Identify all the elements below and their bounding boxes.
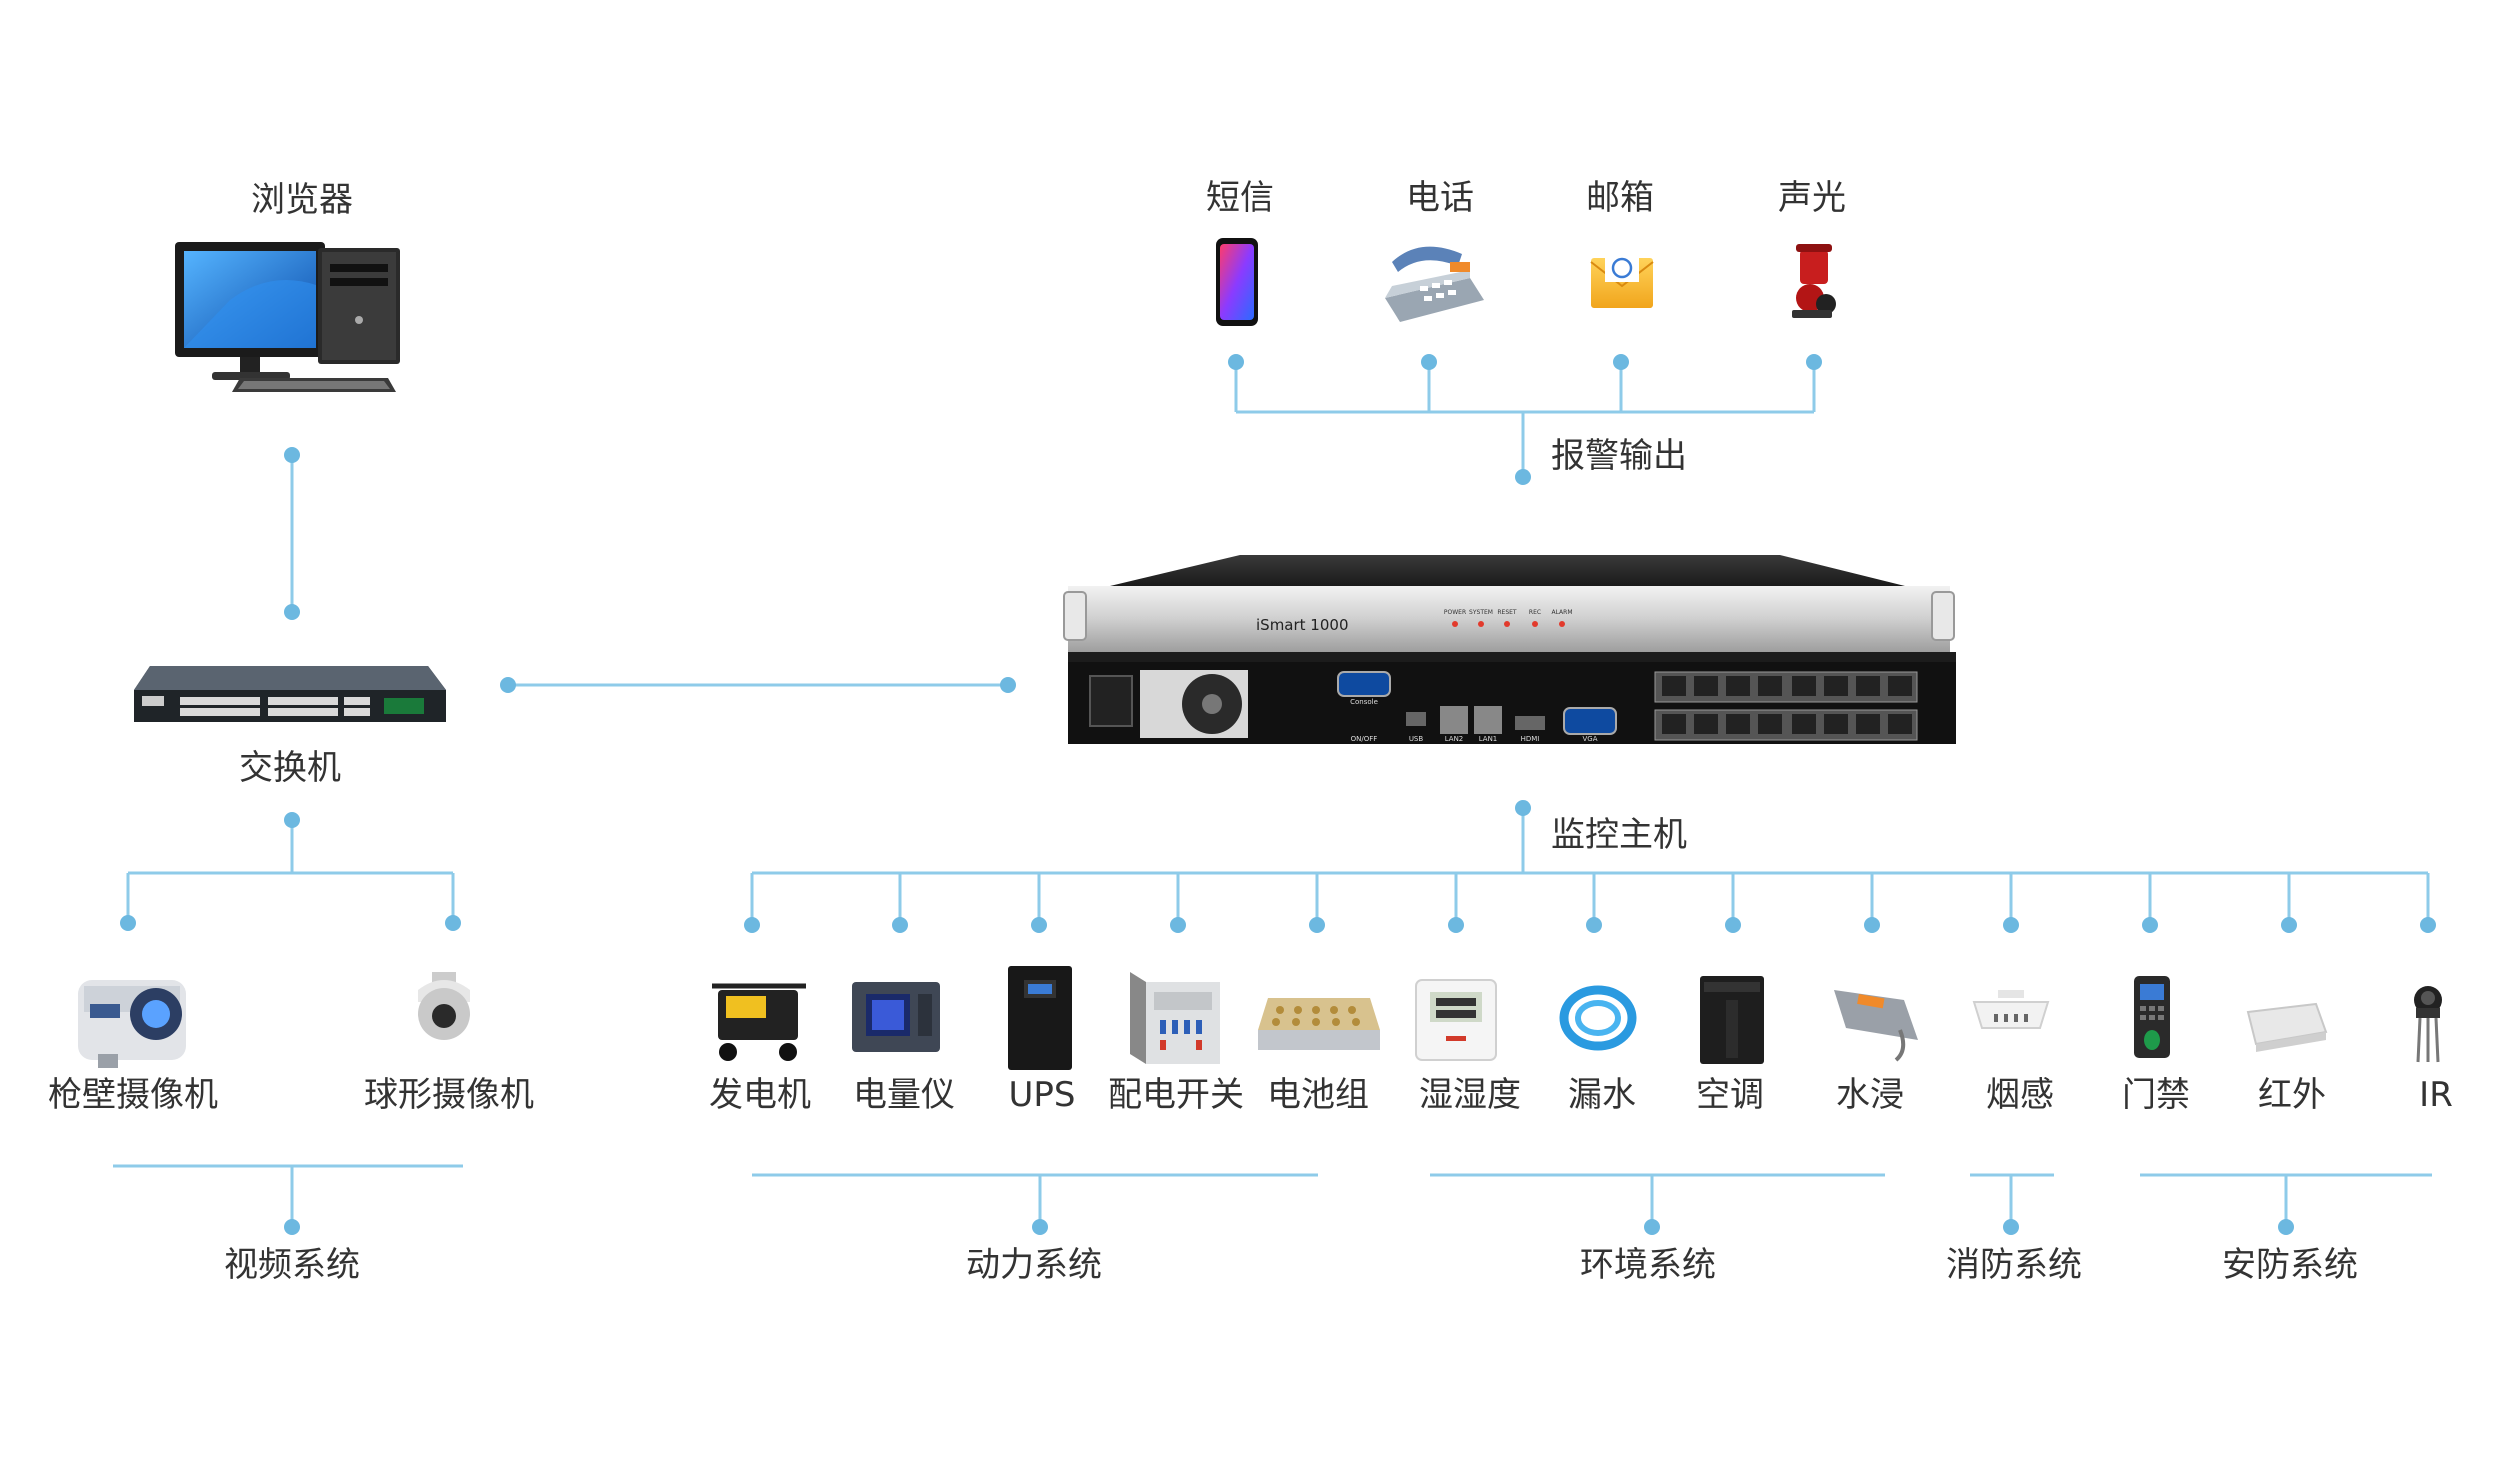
device-label-ir: IR (2419, 1075, 2453, 1115)
host-label: 监控主机 (1551, 815, 1687, 855)
device-label-smoke: 烟感 (1986, 1075, 2054, 1115)
bullet-camera-label: 枪壁摄像机 (48, 1075, 218, 1115)
device-label-distribution-switch: 配电开关 (1108, 1075, 1244, 1115)
system-label-environment: 环境系统 (1580, 1245, 1716, 1285)
browser-label: 浏览器 (251, 180, 353, 220)
device-label-ups: UPS (1008, 1075, 1076, 1115)
led-label: SYSTEM (1469, 609, 1493, 616)
port-label: USB (1409, 735, 1424, 743)
smoke-detector-icon (1972, 990, 2050, 1029)
water-immersion-sensor-icon (1834, 990, 1918, 1062)
host-port-labels: Console ON/OFF USB LAN2 LAN1 HDMI VGA (1350, 698, 1598, 743)
ir-sensor-icon (2414, 986, 2442, 1063)
dome-camera-label: 球形摄像机 (364, 1075, 534, 1115)
device-label-battery-pack: 电池组 (1267, 1075, 1369, 1115)
access-control-icon (2134, 976, 2170, 1058)
sound-light-alarm-icon (1792, 244, 1836, 318)
port-label: LAN2 (1445, 735, 1464, 743)
port-label: VGA (1582, 735, 1597, 743)
air-conditioner-icon (1700, 976, 1764, 1064)
device-label-temp-humidity: 湿湿度 (1419, 1075, 1521, 1115)
alarm-sound-light-label: 声光 (1778, 178, 1846, 218)
alarm-email-label: 邮箱 (1586, 178, 1654, 218)
generator-icon (712, 983, 806, 1061)
alarm-phone-label: 电话 (1406, 178, 1474, 218)
email-icon (1590, 254, 1654, 308)
port-label: ON/OFF (1351, 735, 1378, 743)
device-label-infrared: 红外 (2258, 1075, 2326, 1115)
device-label-power-meter: 电量仪 (853, 1075, 955, 1115)
system-label-video: 视频系统 (224, 1245, 360, 1285)
device-label-access-control: 门禁 (2122, 1075, 2190, 1115)
connection-lines (113, 362, 2432, 1227)
led-label: RESET (1497, 609, 1517, 616)
system-label-security: 安防系统 (2222, 1245, 2358, 1285)
switch-label: 交换机 (239, 748, 341, 788)
water-leak-cable-icon (1559, 985, 1637, 1051)
host-model-label: iSmart 1000 (1256, 616, 1348, 634)
infrared-sensor-icon (2246, 1002, 2328, 1052)
ups-icon (1008, 966, 1072, 1070)
system-label-fire: 消防系统 (1946, 1245, 2082, 1285)
device-label-generator: 发电机 (709, 1075, 811, 1115)
port-label: LAN1 (1479, 735, 1498, 743)
battery-pack-icon (1258, 998, 1380, 1050)
led-label: POWER (1444, 609, 1466, 616)
monitoring-host-icon (1063, 555, 1956, 744)
power-meter-icon (852, 982, 940, 1052)
dome-camera-icon (418, 972, 470, 1040)
switch-icon (134, 666, 446, 722)
distribution-switch-icon (1130, 972, 1220, 1064)
led-label: REC (1529, 609, 1541, 616)
port-label: Console (1350, 698, 1378, 706)
device-label-air-conditioner: 空调 (1696, 1075, 1764, 1115)
device-label-water-immersion: 水浸 (1836, 1075, 1904, 1115)
telephone-icon (1385, 246, 1484, 322)
led-label: ALARM (1551, 609, 1572, 616)
alarm-output-label: 报警输出 (1551, 436, 1687, 476)
host-led-labels: POWER SYSTEM RESET REC ALARM (1444, 609, 1573, 616)
system-label-power: 动力系统 (966, 1245, 1102, 1285)
alarm-sms-label: 短信 (1206, 178, 1274, 218)
bullet-camera-icon (78, 980, 186, 1068)
thermohygrometer-icon (1415, 979, 1497, 1061)
phone-icon (1216, 238, 1258, 326)
connection-dots (120, 354, 2436, 1235)
port-label: HDMI (1521, 735, 1540, 743)
device-label-water-leak: 漏水 (1568, 1075, 1636, 1115)
computer-icon (175, 242, 400, 392)
